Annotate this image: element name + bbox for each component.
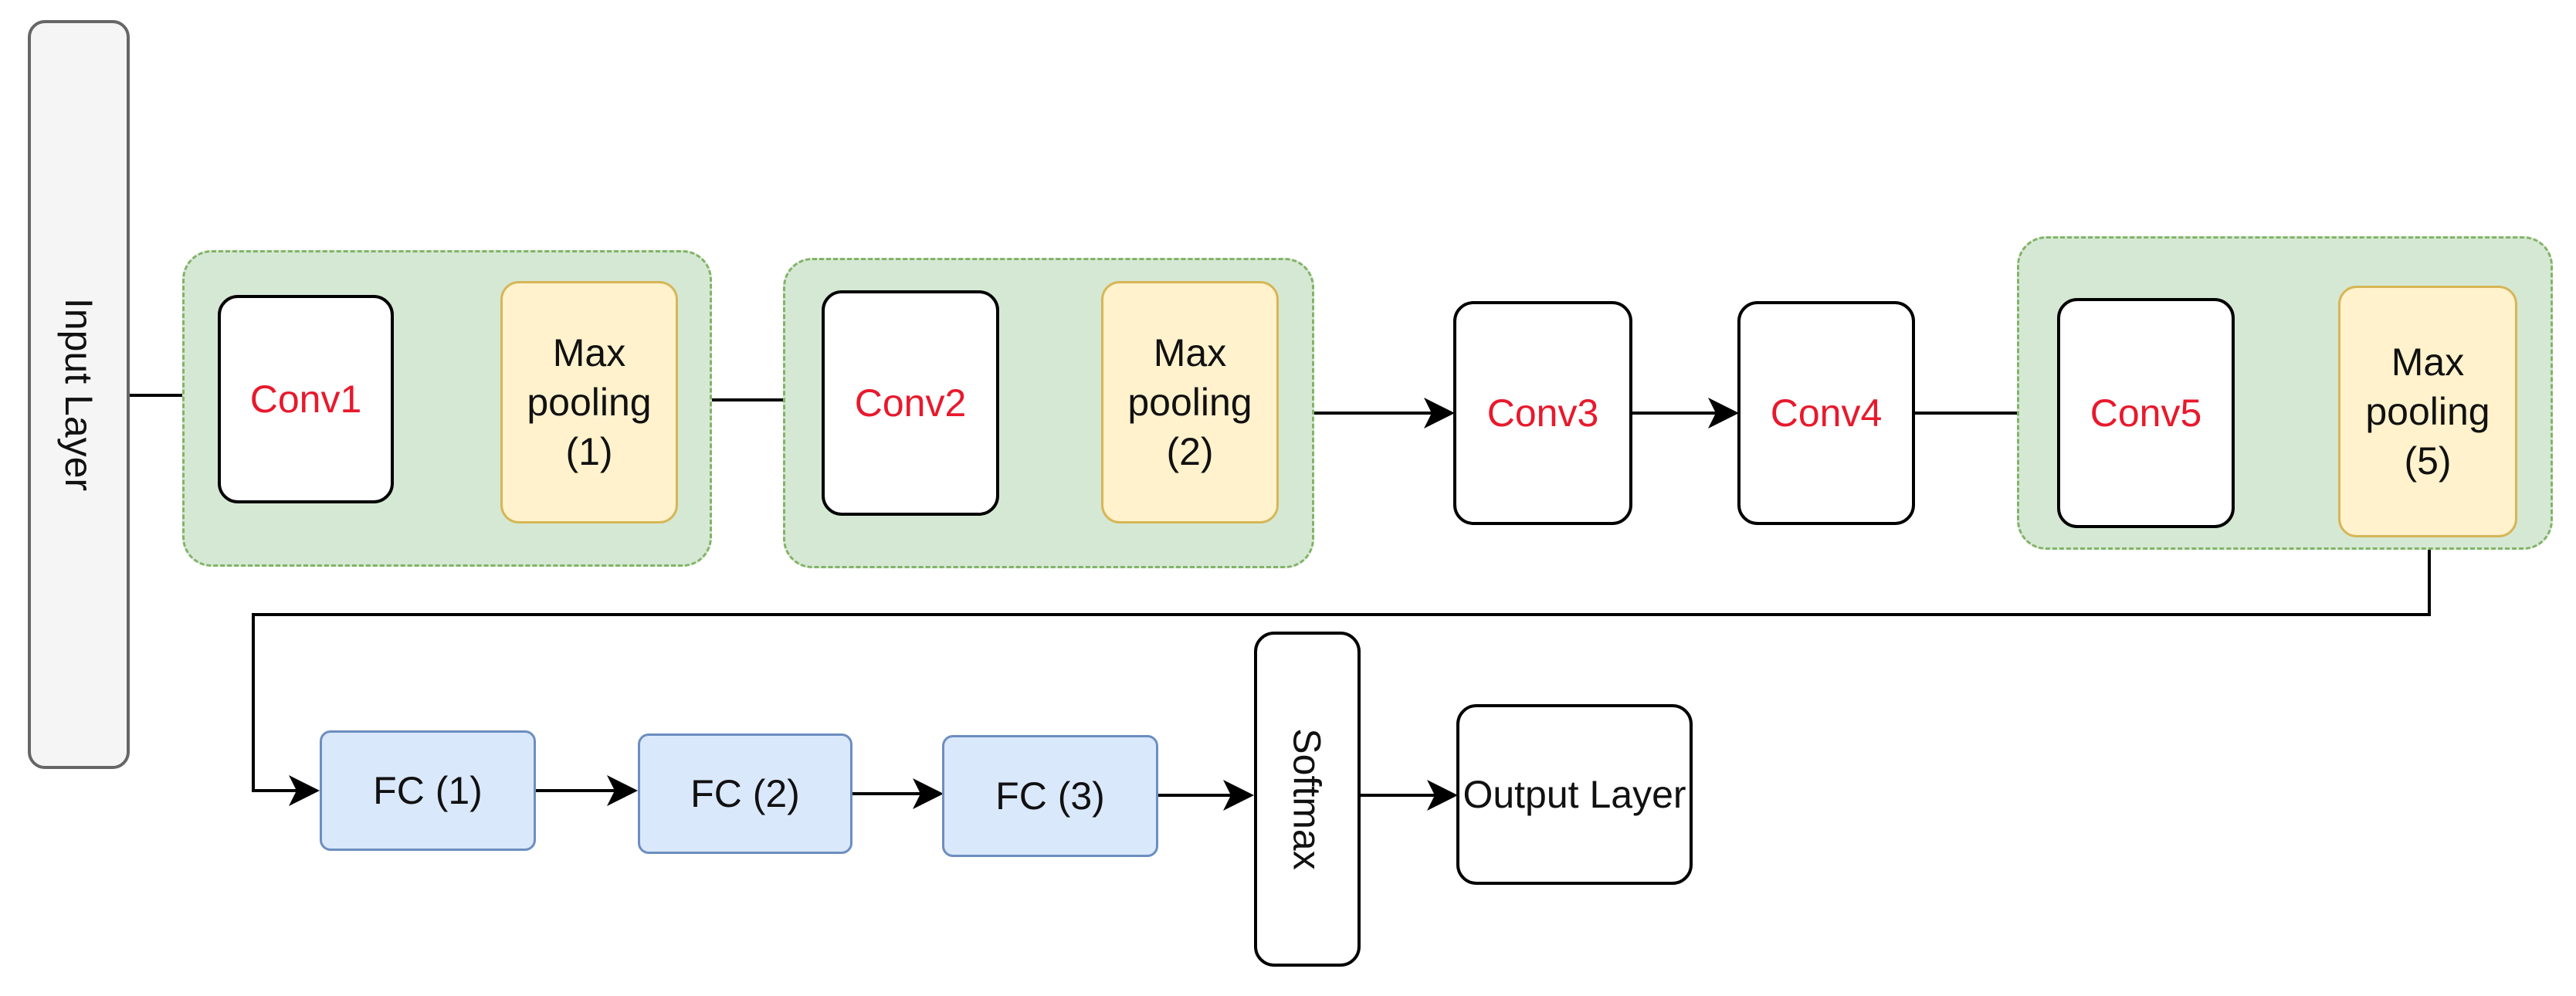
- conv5-node: Conv5: [2057, 298, 2235, 528]
- output-layer-node: Output Layer: [1456, 704, 1693, 885]
- conv2-node: Conv2: [822, 290, 999, 516]
- fc-2-node: FC (2): [638, 733, 852, 854]
- input-layer-node: Input Layer: [28, 20, 130, 769]
- fc-1-node: FC (1): [320, 730, 536, 851]
- max-pooling-1-node: Max pooling (1): [500, 281, 678, 523]
- fc-3-label: FC (3): [995, 774, 1105, 818]
- max-pooling-5-node: Max pooling (5): [2338, 286, 2517, 537]
- fc-2-label: FC (2): [690, 772, 800, 815]
- arrow-pooling5-to-fc1: [252, 537, 2431, 806]
- fc-1-label: FC (1): [373, 769, 483, 812]
- conv4-label: Conv4: [1770, 391, 1883, 435]
- max-pooling-1-label: Max pooling (1): [527, 331, 652, 473]
- conv3-node: Conv3: [1453, 301, 1632, 525]
- conv1-node: Conv1: [218, 295, 394, 503]
- conv4-node: Conv4: [1737, 301, 1915, 525]
- max-pooling-5-label: Max pooling (5): [2365, 340, 2490, 483]
- fc-3-node: FC (3): [942, 735, 1158, 857]
- conv1-label: Conv1: [249, 378, 362, 421]
- conv2-label: Conv2: [854, 381, 967, 425]
- softmax-label: Softmax: [1286, 728, 1329, 870]
- conv3-label: Conv3: [1486, 391, 1599, 435]
- softmax-node: Softmax: [1254, 632, 1361, 967]
- max-pooling-2-node: Max pooling (2): [1101, 281, 1279, 523]
- output-layer-label: Output Layer: [1463, 773, 1686, 816]
- conv5-label: Conv5: [2090, 391, 2202, 435]
- max-pooling-2-label: Max pooling (2): [1127, 331, 1252, 473]
- input-layer-label: Input Layer: [57, 297, 101, 492]
